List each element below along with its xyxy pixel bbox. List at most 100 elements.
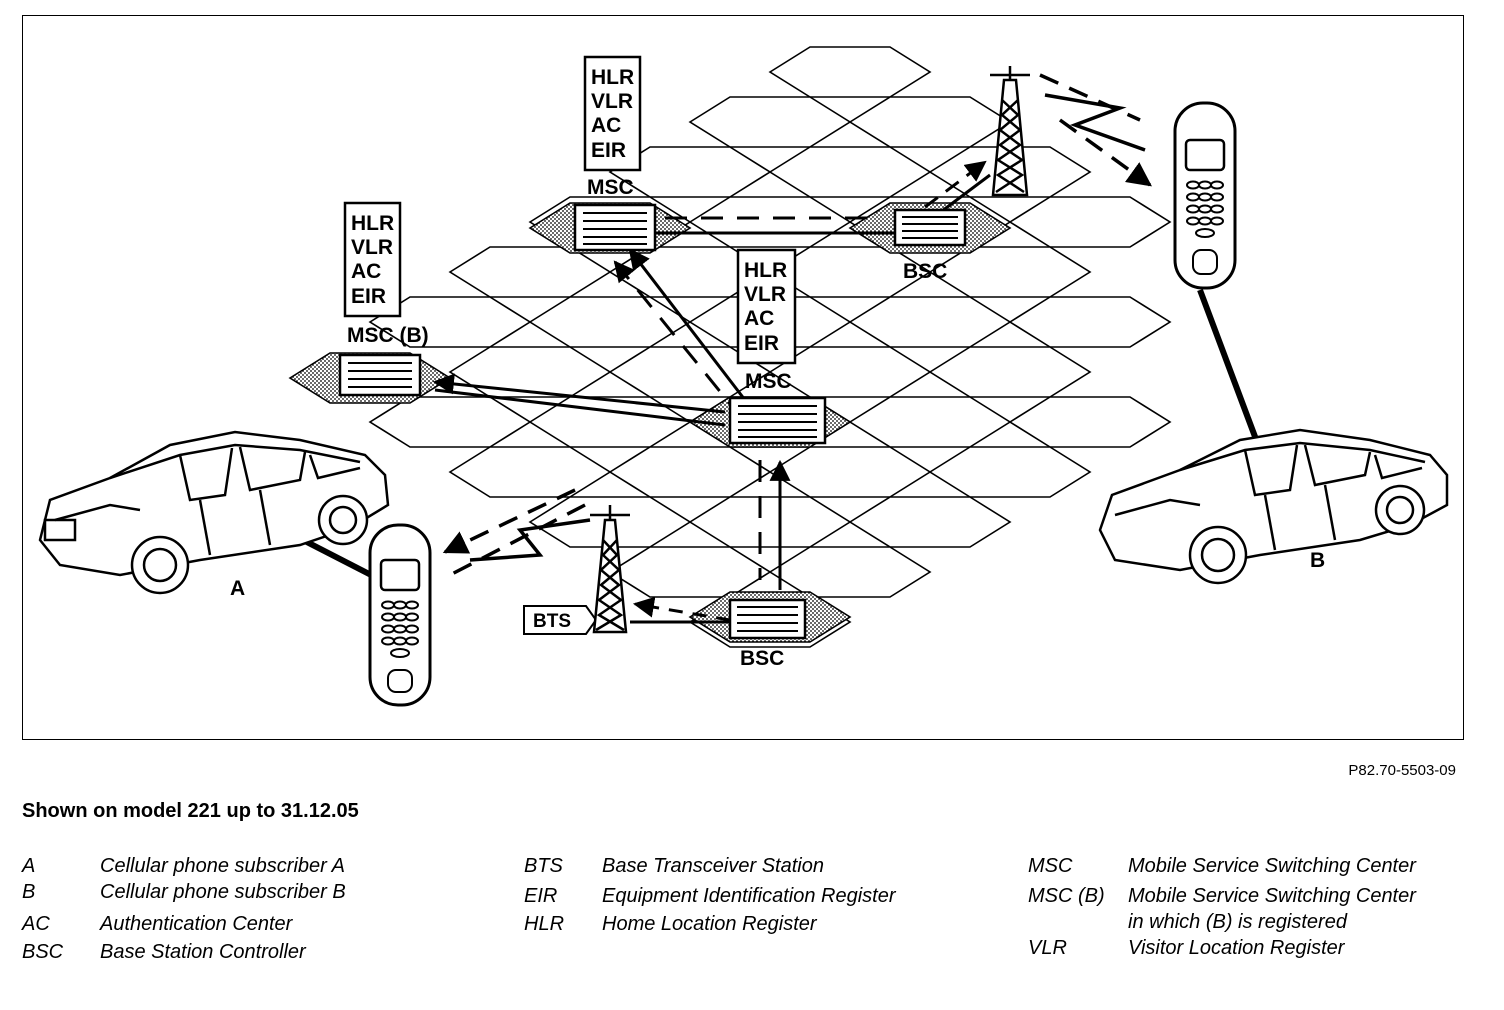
car-a <box>38 430 390 595</box>
cell-hex <box>688 196 852 248</box>
bsc-bts-dashed-link <box>632 596 731 622</box>
msc-msc-solid-link <box>628 248 747 401</box>
radio-tower <box>590 505 630 634</box>
cell-hex <box>368 296 532 348</box>
bsc-top-unit <box>893 208 967 247</box>
legend-abbr: B <box>22 881 36 903</box>
register-label: EIR <box>591 139 626 162</box>
network-diagram: HLR VLR AC EIR HLR VLR AC EIR HLR VLR AC… <box>38 46 1449 707</box>
cell-hex <box>1008 396 1172 448</box>
msc-mid-label: MSC <box>745 370 792 393</box>
legend-row: EIR Equipment Identification Register <box>524 883 984 909</box>
legend-abbr: HLR <box>524 913 565 935</box>
legend-row: in which (B) is registered <box>1028 909 1468 935</box>
legend-desc: Mobile Service Switching Center <box>1128 855 1416 877</box>
cell-hex <box>1008 196 1172 248</box>
figure-caption: Shown on model 221 up to 31.12.05 <box>22 800 359 822</box>
cell-hex <box>928 446 1092 498</box>
register-label: AC <box>744 307 774 330</box>
register-label: HLR <box>351 212 394 235</box>
register-label: AC <box>351 260 381 283</box>
register-label: HLR <box>591 66 634 89</box>
legend-desc: Base Station Controller <box>100 941 306 963</box>
cell-hex <box>528 296 692 348</box>
legend-abbr: VLR <box>1028 937 1067 959</box>
cell-hex <box>768 446 932 498</box>
legend-column-1: A Cellular phone subscriber A B Cellular p… <box>22 853 442 965</box>
cell-hex <box>448 446 612 498</box>
register-box-middle: HLR VLR AC EIR <box>736 248 797 365</box>
cell-hex <box>848 496 1012 548</box>
cell-hex <box>848 296 1012 348</box>
cell-hex <box>1008 296 1172 348</box>
legend-desc: Home Location Register <box>602 913 817 935</box>
msc-mid-unit <box>728 396 827 445</box>
legend-desc: Visitor Location Register <box>1128 937 1345 959</box>
cell-hex <box>928 246 1092 298</box>
legend-abbr: AC <box>22 913 50 935</box>
legend-row: AC Authentication Center <box>22 911 442 937</box>
cell-hex <box>448 346 612 398</box>
legend-abbr: MSC (B) <box>1028 885 1105 907</box>
legend-desc: Authentication Center <box>100 913 293 935</box>
cell-hex <box>768 146 932 198</box>
register-box-top: HLR VLR AC EIR <box>583 55 642 172</box>
phone-b <box>1173 101 1237 290</box>
bsc-tower-dashed-link <box>924 160 987 209</box>
legend-row: B Cellular phone subscriber B <box>22 879 442 909</box>
msc-top-unit <box>573 203 657 252</box>
legend-row: BSC Base Station Controller <box>22 939 442 965</box>
cell-hex <box>448 246 612 298</box>
legend-abbr: A <box>22 855 36 877</box>
bsc-top-label: BSC <box>903 260 947 283</box>
cell-hex <box>768 46 932 98</box>
subscriber-b-label: B <box>1310 549 1325 572</box>
legend-abbr: EIR <box>524 885 558 907</box>
legend-row: A Cellular phone subscriber A <box>22 853 442 879</box>
msc-b-label: MSC (B) <box>347 324 429 347</box>
legend-row: VLR Visitor Location Register <box>1028 935 1468 961</box>
register-label: VLR <box>351 236 393 259</box>
cell-hex <box>848 396 1012 448</box>
subscriber-a-label: A <box>230 577 245 600</box>
radio-tower <box>990 66 1030 197</box>
register-label: EIR <box>744 332 779 355</box>
msc-mscb-link-1 <box>432 373 726 414</box>
car-b <box>1098 428 1449 585</box>
bts-label: BTS <box>533 611 571 632</box>
cell-hex <box>608 546 772 598</box>
legend-desc: Equipment Identification Register <box>602 885 896 907</box>
bsc-bottom-unit <box>728 598 807 640</box>
legend-row: MSC (B) Mobile Service Switching Center <box>1028 883 1468 909</box>
msc-b-unit <box>338 353 422 397</box>
register-label: EIR <box>351 285 386 308</box>
cell-hex <box>608 446 772 498</box>
legend-desc: Cellular phone subscriber A <box>100 855 345 877</box>
phone-a <box>368 523 432 707</box>
cell-hex <box>688 96 852 148</box>
legend-row: MSC Mobile Service Switching Center <box>1028 853 1468 879</box>
bsc-bottom-label: BSC <box>740 647 784 670</box>
legend-desc: Base Transceiver Station <box>602 855 824 877</box>
legend-abbr: BSC <box>22 941 64 963</box>
bts-tag: BTS <box>523 605 598 635</box>
connections <box>432 160 991 624</box>
register-label: VLR <box>591 90 633 113</box>
register-label: HLR <box>744 259 787 282</box>
cell-hex <box>368 396 532 448</box>
legend-desc: Mobile Service Switching Center <box>1128 885 1416 907</box>
cell-hex <box>848 96 1012 148</box>
msc-msc-dashed-link <box>613 260 737 411</box>
legend-abbr: MSC <box>1028 855 1073 877</box>
legend-row: HLR Home Location Register <box>524 911 984 937</box>
register-box-left: HLR VLR AC EIR <box>343 201 402 318</box>
legend-desc: Cellular phone subscriber B <box>100 881 346 903</box>
legend-desc: in which (B) is registered <box>1128 911 1347 933</box>
register-label: VLR <box>744 283 786 306</box>
msc-top-label: MSC <box>587 176 634 199</box>
cell-hex <box>688 496 852 548</box>
figure-reference: P82.70-5503-09 <box>1348 762 1456 779</box>
register-label: AC <box>591 114 621 137</box>
